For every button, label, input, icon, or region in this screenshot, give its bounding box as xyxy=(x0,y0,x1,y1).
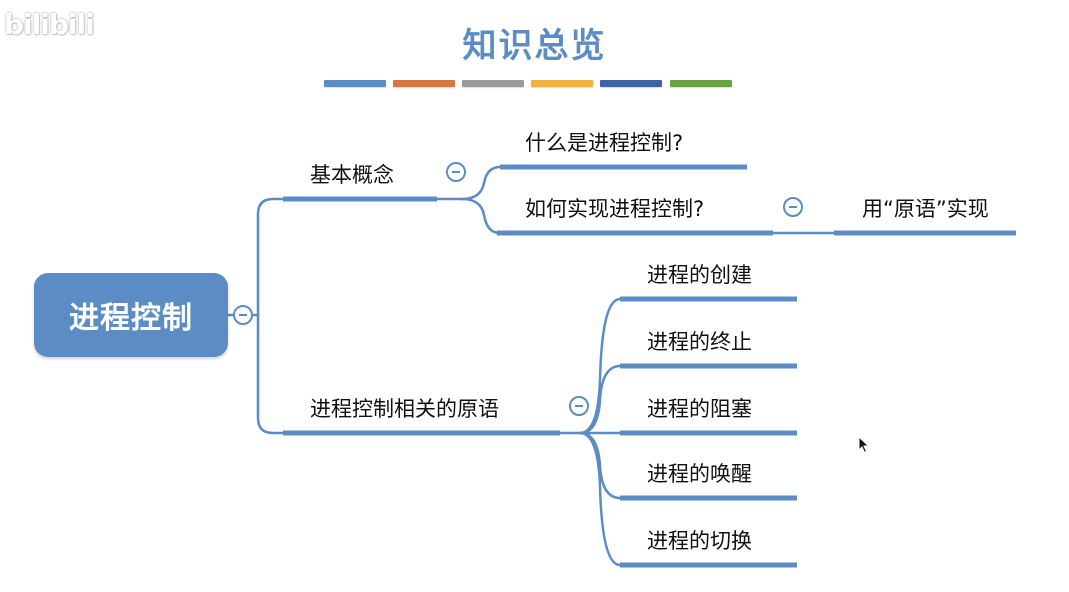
topic-process-switch[interactable]: 进程的切换 xyxy=(647,529,752,553)
title-color-bar-2 xyxy=(393,80,455,87)
root-topic-label: 进程控制 xyxy=(69,301,193,336)
branch-primitives-label[interactable]: 进程控制相关的原语 xyxy=(310,397,499,421)
topic-what-is-process-control[interactable]: 什么是进程控制? xyxy=(525,131,684,155)
title-color-bar-4 xyxy=(531,80,593,87)
link-prim-to-create xyxy=(558,297,622,435)
collapse-root-icon[interactable] xyxy=(233,305,253,325)
topic-process-terminate[interactable]: 进程的终止 xyxy=(647,330,752,354)
topic-process-block[interactable]: 进程的阻塞 xyxy=(647,397,752,421)
collapse-how-to-icon[interactable] xyxy=(783,197,803,217)
link-prim-to-switch xyxy=(578,431,622,567)
mouse-pointer-icon xyxy=(858,436,870,454)
collapse-primitives-icon[interactable] xyxy=(569,396,589,416)
title-color-bar-6 xyxy=(670,80,732,87)
collapse-basic-concept-icon[interactable] xyxy=(446,162,466,182)
title-color-bar-5 xyxy=(600,80,662,87)
topic-use-primitive[interactable]: 用“原语”实现 xyxy=(862,197,989,221)
title-color-bar-1 xyxy=(324,80,386,87)
topic-process-create[interactable]: 进程的创建 xyxy=(647,263,752,287)
link-prim-to-terminate xyxy=(578,364,622,435)
topic-how-to-implement[interactable]: 如何实现进程控制? xyxy=(525,197,705,221)
topic-process-wakeup[interactable]: 进程的唤醒 xyxy=(647,462,752,486)
watermark-logo: bilibili xyxy=(4,8,95,41)
link-basic-to-how xyxy=(460,197,502,235)
link-to-basic-concept xyxy=(256,197,285,317)
link-to-primitives xyxy=(256,313,285,435)
root-topic-node[interactable]: 进程控制 xyxy=(34,273,228,357)
page-title: 知识总览 xyxy=(462,26,607,66)
branch-basic-concept-label[interactable]: 基本概念 xyxy=(310,163,394,187)
title-color-bar-3 xyxy=(462,80,524,87)
